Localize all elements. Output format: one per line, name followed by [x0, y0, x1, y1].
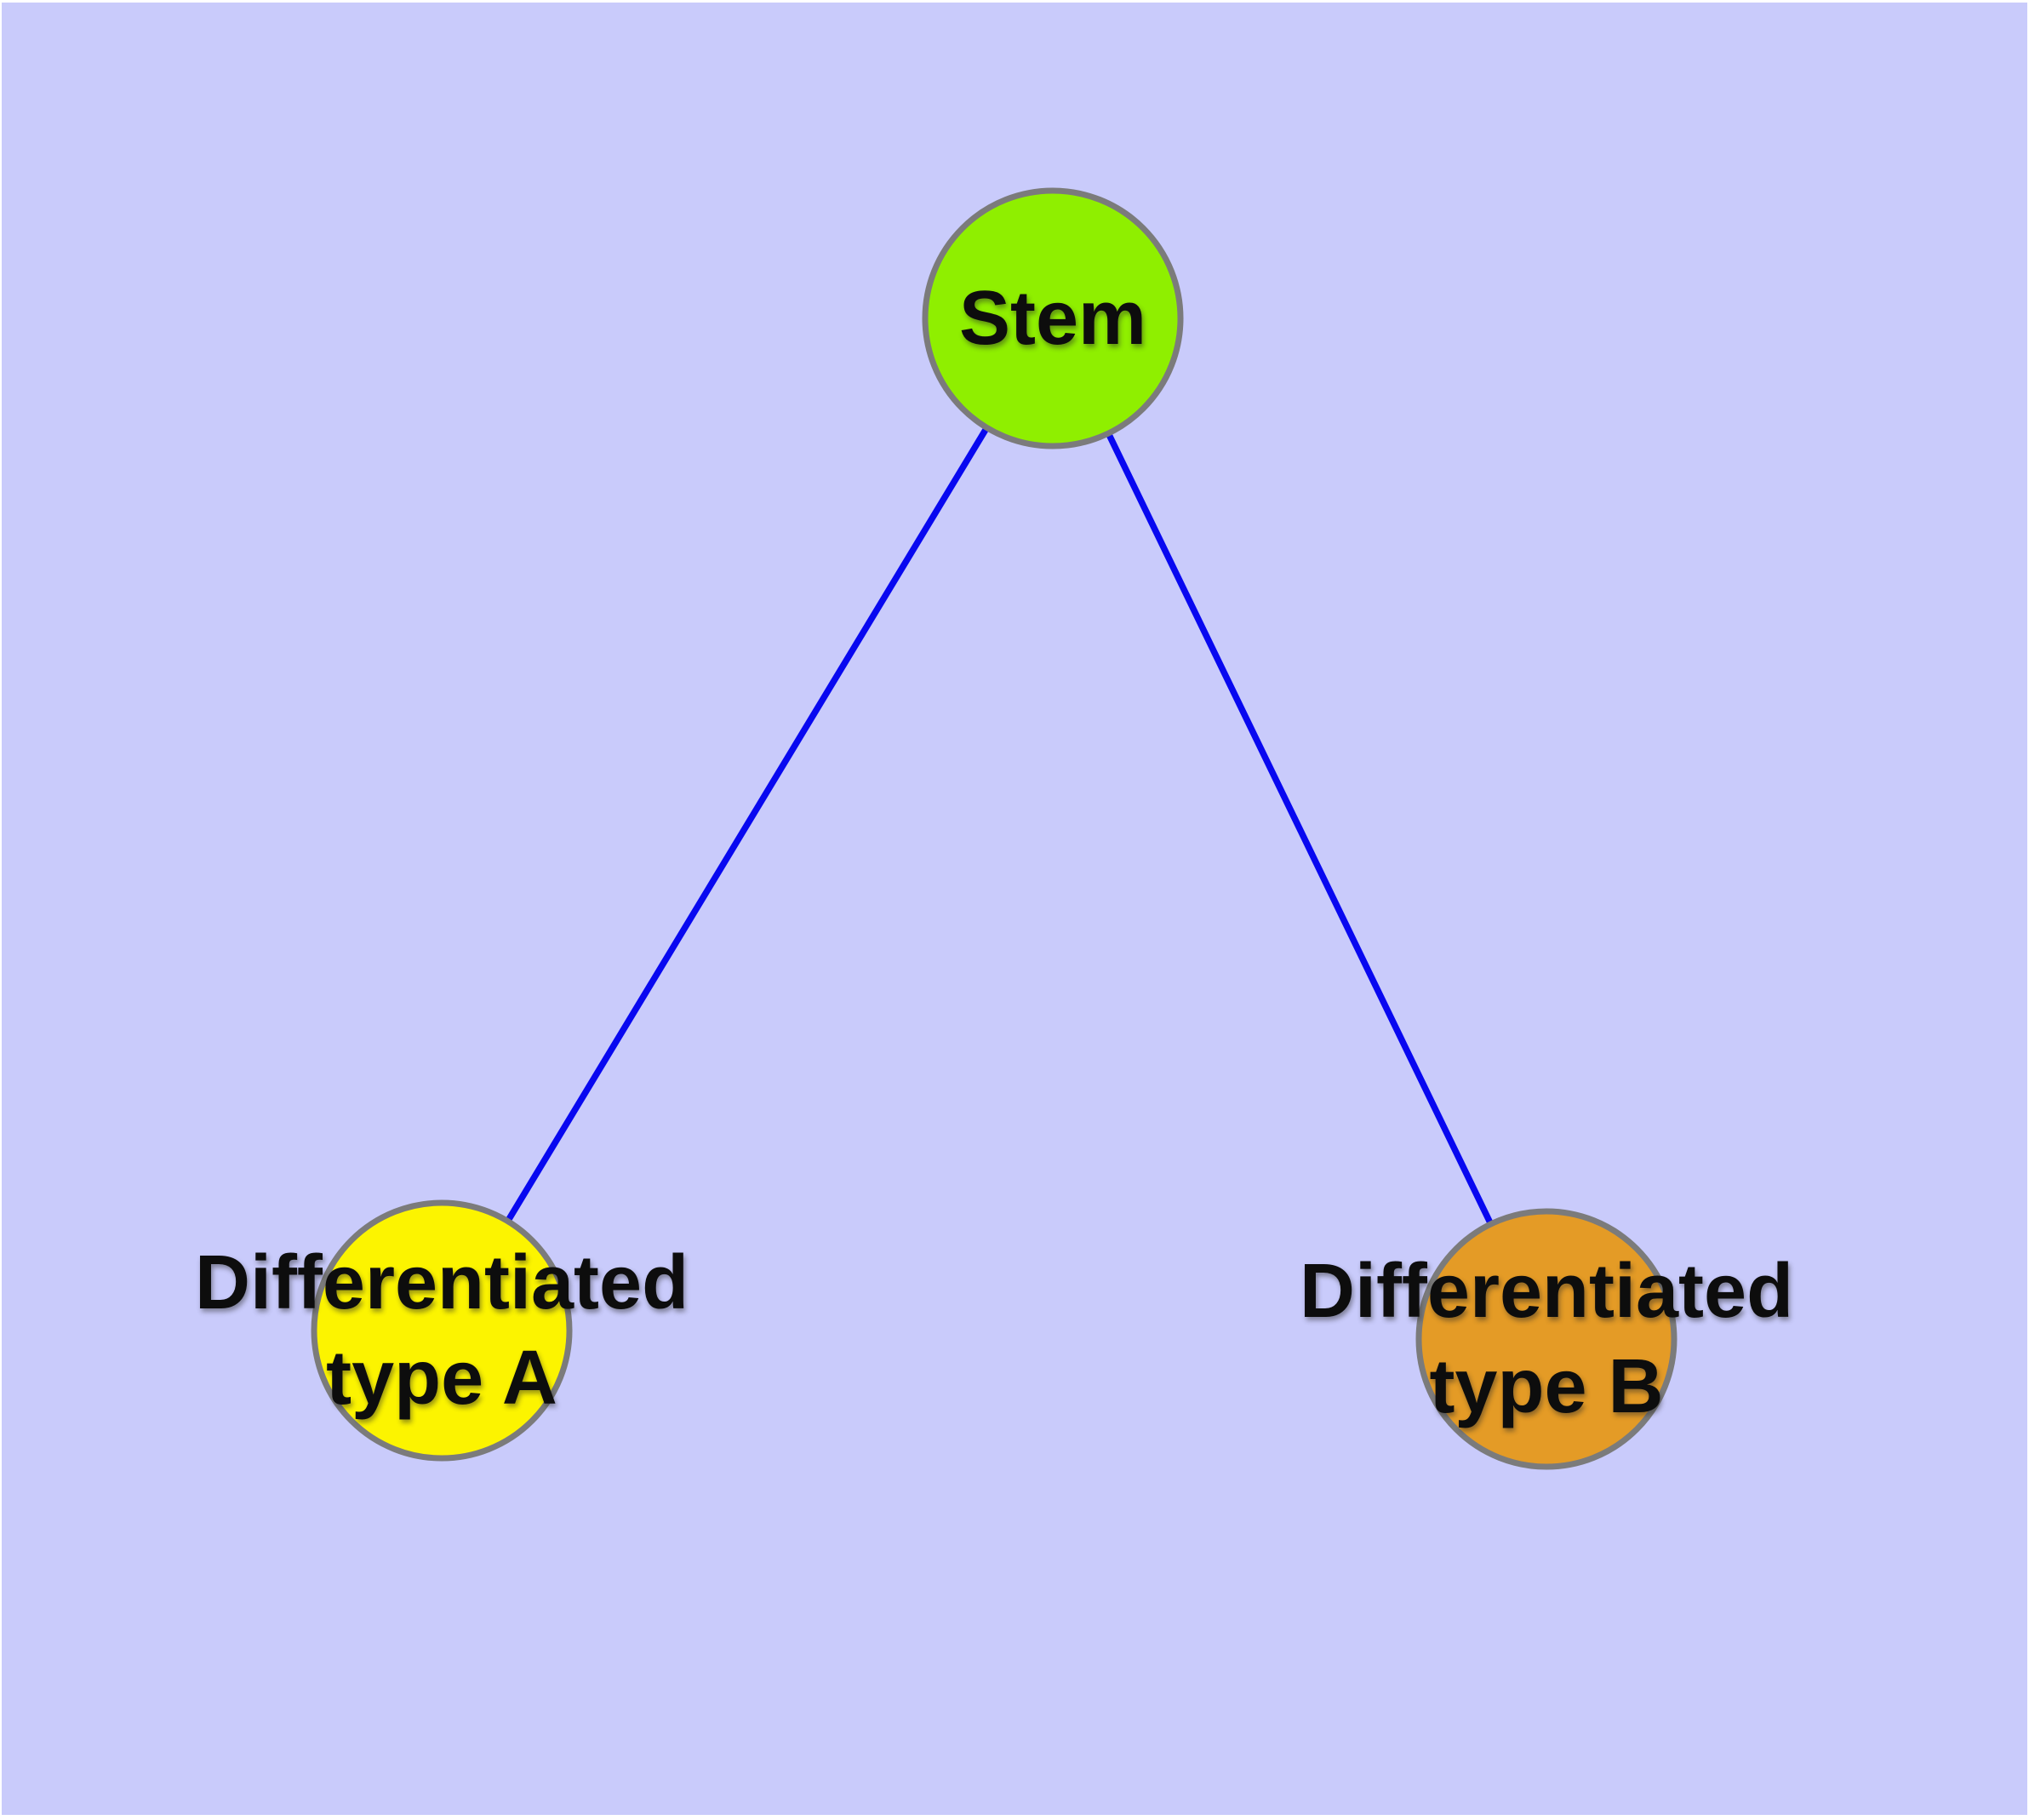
diagram-canvas: Stem Differentiated type A Differentiate…	[2, 3, 2027, 1815]
graph-svg	[311, 187, 1677, 1470]
node-circle-type-a	[311, 1199, 573, 1462]
edge-stem-to-type-b	[1049, 317, 1550, 1341]
node-circle-type-b	[1415, 1208, 1677, 1470]
node-circle-stem	[922, 187, 1184, 449]
edge-stem-to-type-a	[438, 317, 1056, 1332]
